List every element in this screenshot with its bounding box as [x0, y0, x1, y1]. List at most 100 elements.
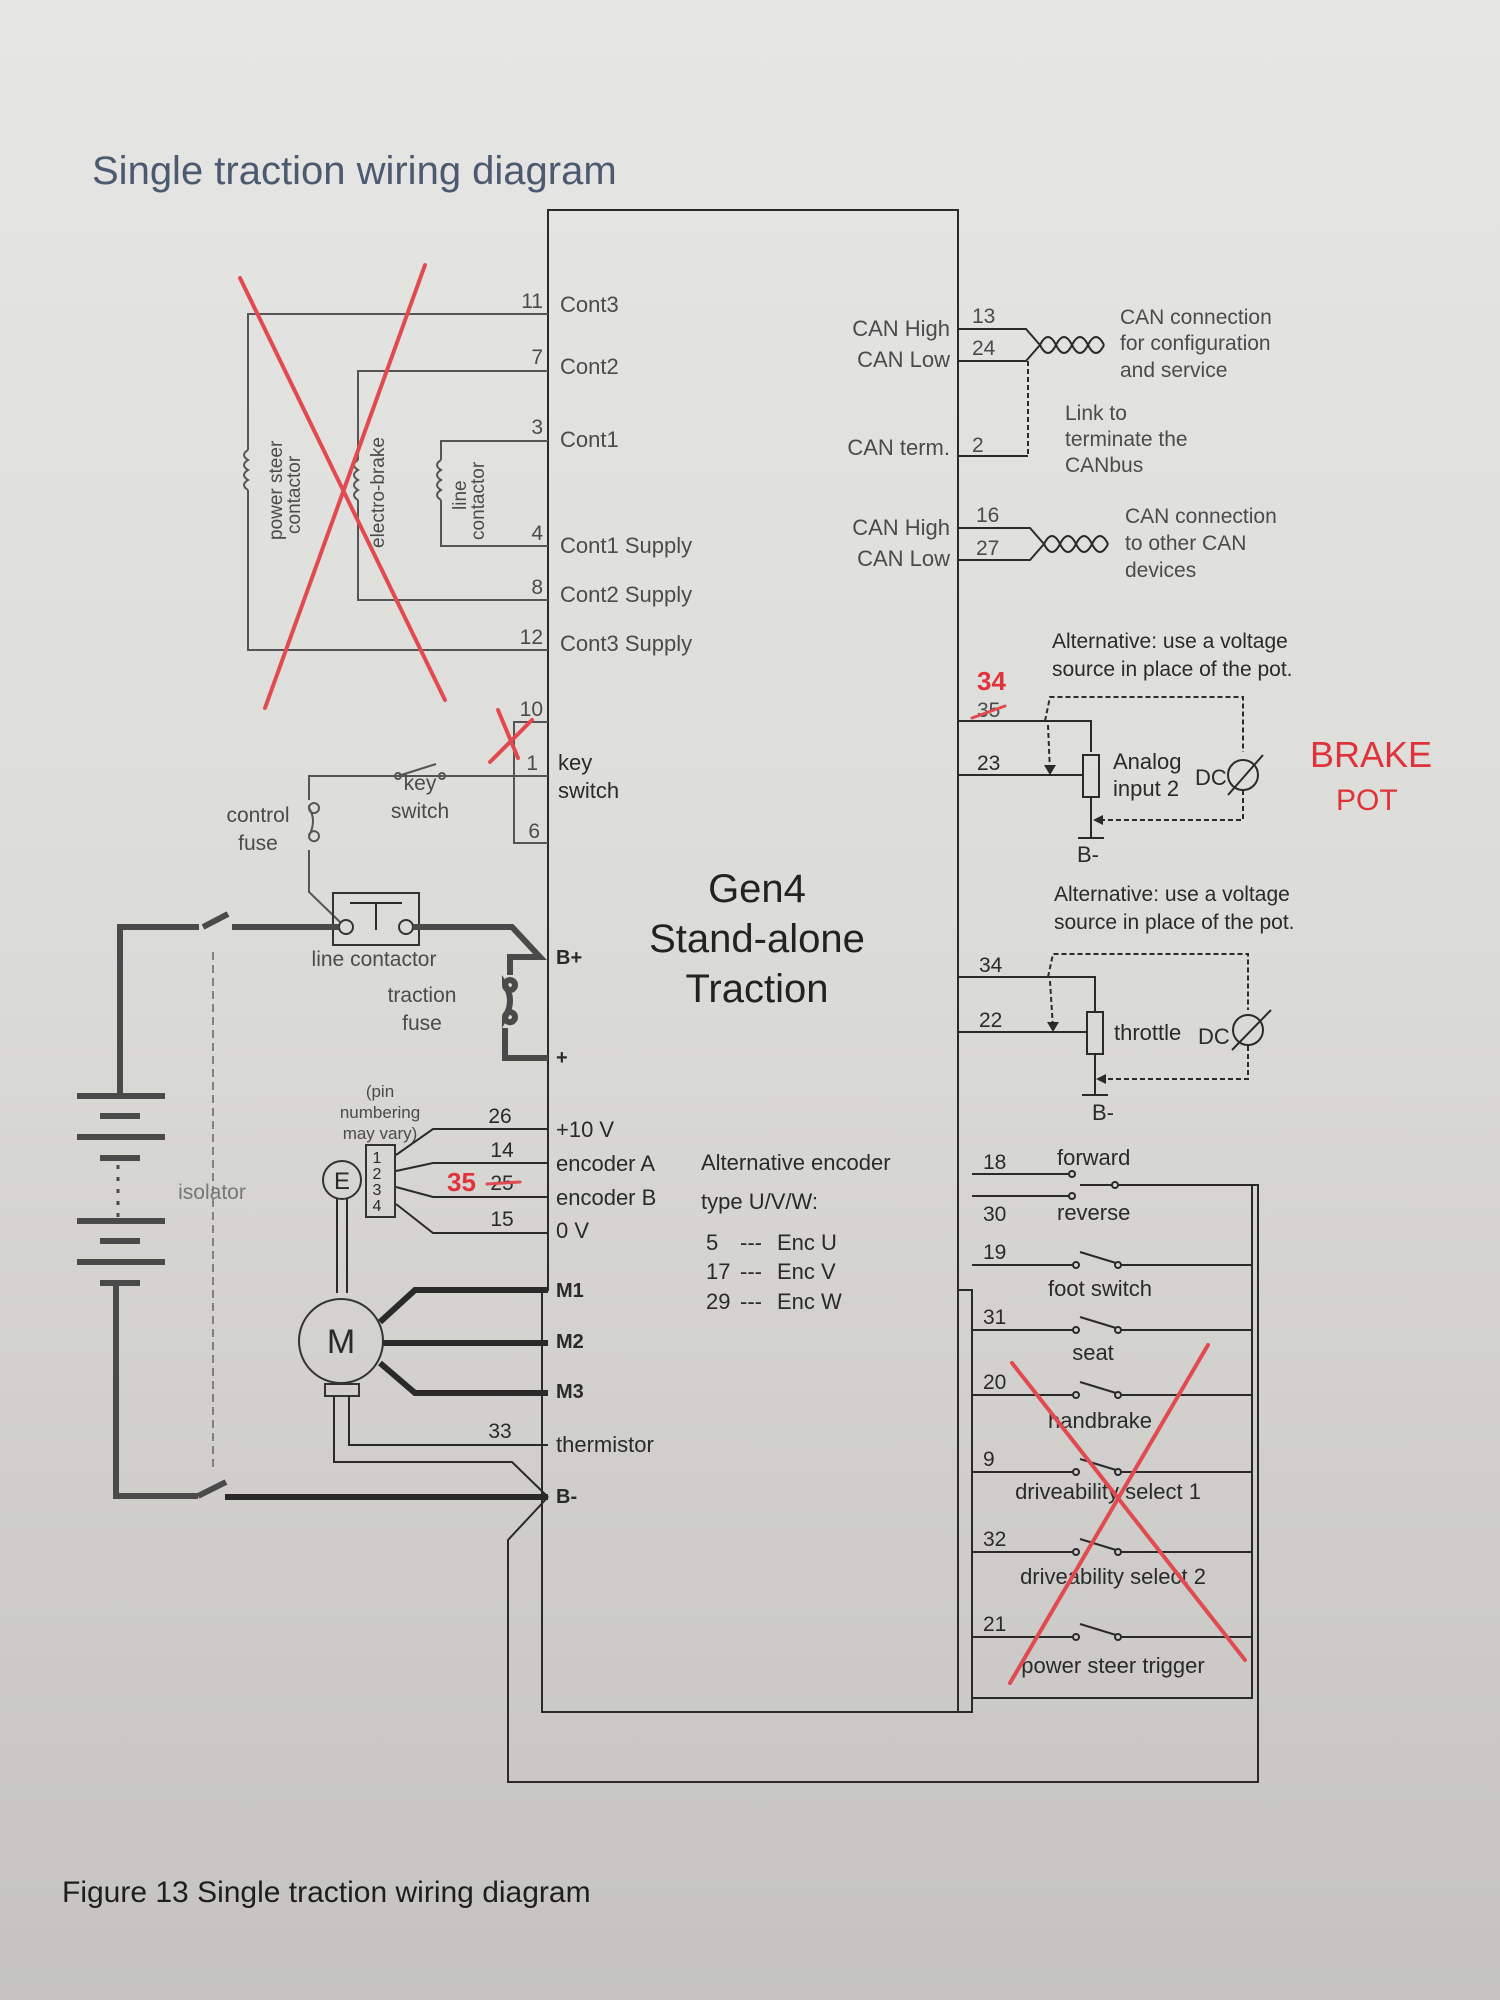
pin-24: 24 [972, 337, 996, 360]
note-alt-voltage-1: Alternative: use a voltage [1052, 630, 1288, 653]
label-traction-fuse-2: fuse [402, 1012, 442, 1035]
power-steer-coil-icon [243, 449, 250, 491]
label-m2: M2 [556, 1331, 584, 1353]
note-can-config-1: CAN connection [1120, 306, 1272, 329]
switch-icon [1079, 1381, 1117, 1394]
pin-12: 12 [520, 626, 543, 649]
pin-note-1: (pin [366, 1082, 394, 1101]
motor-symbol: M [327, 1323, 355, 1361]
label-line-contactor-2: contactor [468, 461, 489, 540]
crossed-out-contactors-mark [238, 263, 447, 710]
label-forward: forward [1057, 1145, 1130, 1170]
pin-2: 2 [972, 434, 984, 457]
label-can-term: CAN term. [847, 435, 950, 460]
electro-brake-coil-icon [353, 459, 360, 501]
page-title: Single traction wiring diagram [92, 149, 617, 193]
label-dc-1: DC [1195, 765, 1227, 790]
alt-encoder-sep: --- [740, 1230, 762, 1255]
line-contactor-icon [332, 892, 420, 946]
dc-source-icon [1227, 759, 1259, 791]
label-analog-1: Analog [1113, 749, 1182, 774]
controller-name-line1: Gen4 [708, 867, 806, 911]
note-alt-voltage-4: source in place of the pot. [1054, 911, 1295, 934]
label-encoder-b: encoder B [556, 1185, 656, 1210]
label-power-steer-trigger: power steer trigger [1021, 1653, 1204, 1678]
label-foot-switch: foot switch [1048, 1276, 1152, 1301]
note-alt-voltage-3: Alternative: use a voltage [1054, 883, 1290, 906]
alt-encoder-pin-5: 5 [706, 1230, 718, 1255]
alt-encoder-enc-v: Enc V [777, 1259, 836, 1284]
can-section: CAN High CAN Low CAN term. 13 24 2 CAN c… [847, 305, 1276, 582]
pin-34: 34 [979, 954, 1003, 977]
label-cont2-supply: Cont2 Supply [560, 582, 692, 607]
throttle-pot-icon [1086, 1011, 1104, 1055]
pin-1: 1 [526, 752, 538, 775]
battery-icon [77, 1093, 165, 1286]
label-control-fuse-2: fuse [238, 832, 278, 855]
switch-inputs: 18 forward 30 reverse [972, 1145, 1253, 1699]
label-can-high-2: CAN High [852, 515, 950, 540]
label-m3: M3 [556, 1381, 584, 1403]
label-bminus: B- [556, 1486, 577, 1508]
alt-encoder-enc-w: Enc W [777, 1289, 842, 1314]
pin-8: 8 [531, 576, 543, 599]
annotation-brake: BRAKE [1310, 734, 1432, 775]
switch-icon [1079, 1316, 1117, 1329]
encoder-symbol: E [334, 1168, 350, 1195]
pin-21: 21 [983, 1613, 1006, 1636]
annotation-pin-34: 34 [977, 666, 1006, 696]
twisted-pair-icon [1043, 535, 1109, 553]
pin-7: 7 [531, 346, 543, 369]
note-can-other-2: to other CAN [1125, 532, 1246, 555]
note-can-other-3: devices [1125, 559, 1196, 582]
label-power-steer-contactor-2: contactor [284, 455, 305, 534]
figure-caption: Figure 13 Single traction wiring diagram [62, 1876, 591, 1909]
pin-15: 15 [490, 1208, 513, 1231]
pin-33: 33 [488, 1420, 511, 1443]
encoder-pin-4: 4 [373, 1198, 382, 1215]
alt-encoder-title-2: type U/V/W: [701, 1189, 818, 1214]
pin-27: 27 [976, 537, 999, 560]
label-thermistor: thermistor [556, 1432, 654, 1457]
switch-icon [1079, 1623, 1117, 1636]
alt-encoder-enc-u: Enc U [777, 1230, 837, 1255]
pin-16: 16 [976, 504, 999, 527]
label-seat: seat [1072, 1340, 1114, 1365]
note-can-link-1: Link to [1065, 402, 1127, 425]
annotation-pot: POT [1336, 784, 1398, 817]
alt-encoder-pin-17: 17 [706, 1259, 730, 1284]
line-contactor-coil-icon [436, 459, 443, 501]
encoder-pin-3: 3 [373, 1182, 382, 1199]
isolator-switch-top-icon [201, 911, 230, 930]
isolator-switch-bottom-icon [196, 1479, 228, 1499]
brake-pot-icon [1082, 754, 1100, 798]
switch-icon [1079, 1538, 1117, 1551]
crossed-out-switches-mark [1008, 1343, 1247, 1685]
label-bminus-ground-1: B- [1077, 842, 1099, 867]
label-key-switch-2: switch [391, 800, 449, 823]
label-cont3: Cont3 [560, 292, 619, 317]
label-key-switch-1: key [404, 772, 437, 795]
label-line-contactor-1: line [450, 480, 471, 510]
label-analog-2: input 2 [1113, 776, 1179, 801]
alt-encoder-sep: --- [740, 1259, 762, 1284]
label-reverse: reverse [1057, 1200, 1130, 1225]
label-m1: M1 [556, 1280, 584, 1302]
label-can-low-2: CAN Low [857, 546, 950, 571]
controller-name-line2: Stand-alone [649, 917, 865, 961]
label-cont1: Cont1 [560, 427, 619, 452]
label-encoder-a: encoder A [556, 1151, 655, 1176]
note-can-config-2: for configuration [1120, 332, 1271, 355]
controller-name-line3: Traction [685, 967, 828, 1011]
pin-22: 22 [979, 1009, 1002, 1032]
pin-14: 14 [490, 1139, 514, 1162]
alt-encoder-sep: --- [740, 1289, 762, 1314]
label-bplus: B+ [556, 947, 582, 969]
power-circuit: line contactor B+ + traction fuse [77, 892, 1259, 1783]
pin-4: 4 [531, 522, 543, 545]
label-throttle: throttle [1114, 1020, 1181, 1045]
